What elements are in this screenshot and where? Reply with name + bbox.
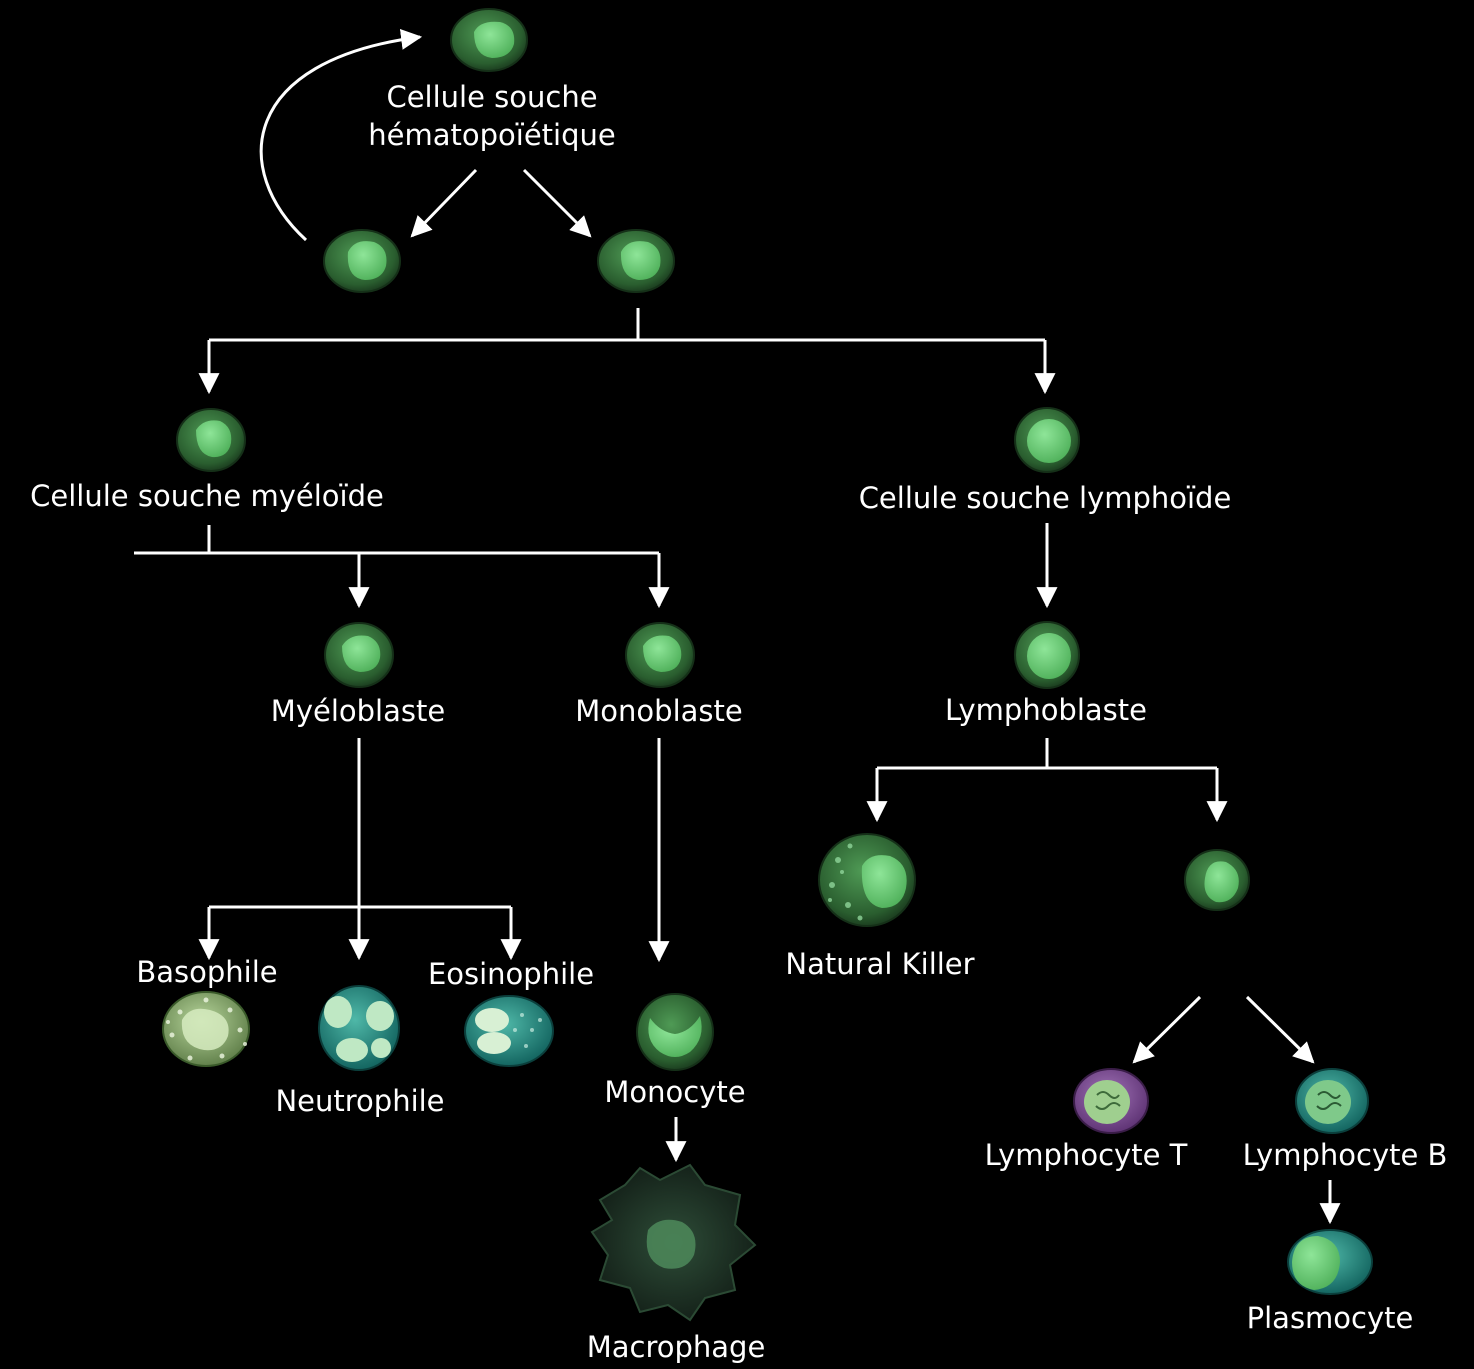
label-lymphoid-stem-cell: Cellule souche lymphoïde [858,481,1232,515]
lymphoblast-cell [1014,621,1080,689]
eosinophil-cell [464,995,554,1067]
myeloblast-cell [324,622,394,688]
macrophage-cell [590,1163,757,1322]
natural-killer-cell [818,833,916,927]
progenitor-cell-left [323,229,401,293]
label-plasmocyte: Plasmocyte [1246,1301,1414,1335]
basophil-cell [162,991,250,1067]
label-basophil: Basophile [136,955,278,989]
arrow-to-b-lymphocyte [1245,995,1315,1064]
t-lymphocyte-cell [1073,1068,1149,1134]
b-lymphocyte-cell [1295,1068,1369,1134]
label-monocyte: Monocyte [604,1075,746,1109]
self-renewal-arrow [259,28,423,242]
arrow-stem-to-right [522,168,592,238]
label-stem-cell-line1: Cellule souche [386,80,598,114]
lymphoid-stem-cell [1014,407,1080,473]
label-eosinophil: Eosinophile [427,957,595,991]
arrow-stem-to-left [410,168,478,238]
lymphocyte-precursor-cell [1184,849,1250,911]
stem-cell [450,8,528,72]
arrow-to-t-lymphocyte [1132,995,1202,1064]
plasmocyte-cell [1287,1229,1373,1295]
label-t-lymphocyte: Lymphocyte T [984,1138,1188,1172]
myeloid-stem-cell [176,408,246,472]
label-b-lymphocyte: Lymphocyte B [1242,1138,1448,1172]
monoblast-cell [625,622,695,688]
label-macrophage: Macrophage [586,1330,766,1364]
label-lymphoblast: Lymphoblaste [945,693,1147,727]
label-monoblast: Monoblaste [575,694,743,728]
label-natural-killer: Natural Killer [785,947,975,981]
neutrophil-cell [318,985,400,1071]
progenitor-cell-right [597,229,675,293]
monocyte-cell [636,993,714,1071]
label-stem-cell-line2: hématopoïétique [368,118,616,152]
connectors [134,28,1341,1225]
label-neutrophil: Neutrophile [275,1084,445,1118]
label-myeloid-stem-cell: Cellule souche myéloïde [30,479,384,513]
label-myeloblast: Myéloblaste [270,694,446,728]
